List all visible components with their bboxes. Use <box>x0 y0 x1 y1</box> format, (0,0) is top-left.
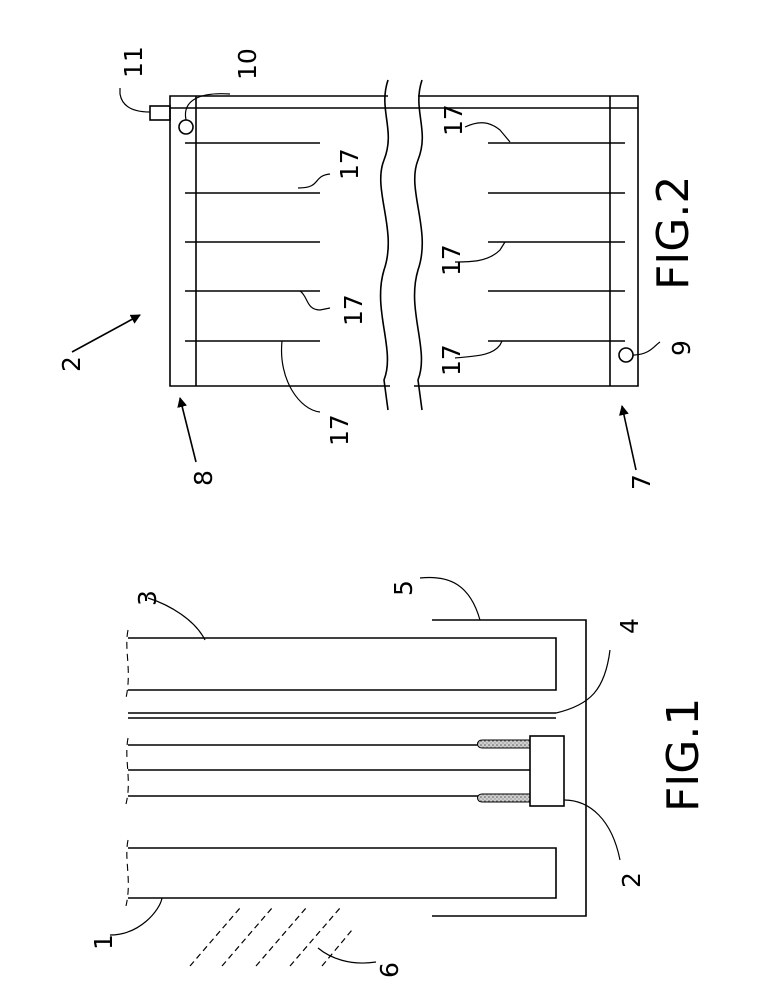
label-4: 4 <box>615 618 644 634</box>
leader-17e <box>454 241 506 263</box>
leader-6 <box>317 947 377 964</box>
fig2-tubes-right <box>488 142 625 342</box>
fig1: 3 5 4 2 1 6 FIG.1 <box>89 576 709 978</box>
label-17d: 17 <box>439 104 468 136</box>
break-line-left <box>379 79 390 411</box>
label-2-fig1: 2 <box>617 872 646 888</box>
fig1-title: FIG.1 <box>658 698 709 812</box>
connector-11 <box>149 105 171 121</box>
leader-5 <box>419 576 481 621</box>
arrow-8 <box>177 397 197 463</box>
leader-4 <box>555 649 611 714</box>
label-17a: 17 <box>335 148 364 180</box>
port-9-circle <box>618 347 634 363</box>
label-17e: 17 <box>437 244 466 276</box>
fig2-tubes-left <box>185 142 320 342</box>
leader-3 <box>147 597 206 641</box>
label-9: 9 <box>667 340 696 356</box>
pane-1 <box>128 847 557 899</box>
label-2-fig2: 2 <box>57 356 86 372</box>
sealant-top <box>477 739 531 749</box>
leader-1 <box>109 897 163 936</box>
label-11: 11 <box>119 46 148 78</box>
sealant-bottom <box>477 793 531 803</box>
arrow-2 <box>71 314 141 353</box>
label-6: 6 <box>375 962 404 978</box>
arrow-7 <box>619 405 637 471</box>
pane-3 <box>128 637 557 691</box>
leader-10 <box>184 93 231 121</box>
leader-17c <box>280 340 321 413</box>
leader-17d <box>464 122 511 143</box>
leader-17a <box>297 173 331 189</box>
break-line-right <box>413 79 424 411</box>
label-7: 7 <box>627 474 656 490</box>
label-17c: 17 <box>325 414 354 446</box>
leader-9 <box>632 341 661 356</box>
label-17f: 17 <box>437 344 466 376</box>
fig2: 11 10 2 8 7 9 17 17 17 17 17 17 17 FIG.2 <box>57 46 699 490</box>
label-5: 5 <box>389 580 418 596</box>
leader-17b <box>299 290 331 311</box>
label-3: 3 <box>133 590 162 606</box>
fig2-panel-outline <box>169 79 639 411</box>
label-17b: 17 <box>339 294 368 326</box>
port-10-circle <box>178 119 194 135</box>
label-1: 1 <box>89 934 118 950</box>
frame-5 <box>432 619 587 917</box>
leader-11 <box>119 88 151 113</box>
label-8: 8 <box>189 470 218 486</box>
label-10: 10 <box>233 48 262 80</box>
hatch-6 <box>189 907 353 967</box>
leader-2-fig1 <box>563 799 621 861</box>
leader-17f <box>454 340 503 359</box>
fig2-title: FIG.2 <box>648 176 699 290</box>
spacer-2 <box>529 735 565 807</box>
